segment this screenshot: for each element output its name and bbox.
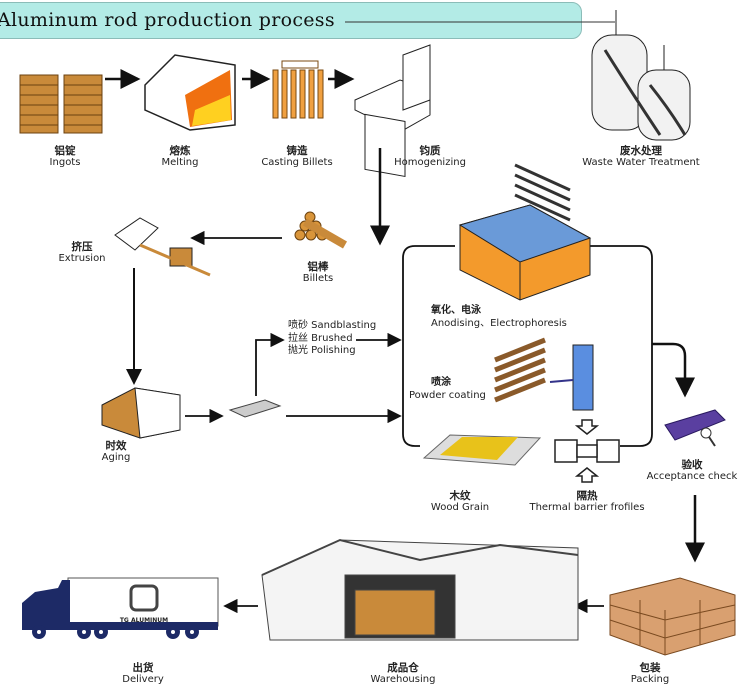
- warehouse-icon: [261, 538, 579, 641]
- packing-crates-icon: [609, 577, 736, 656]
- truck-logo-text: TG ALUMINUM: [119, 617, 169, 624]
- furnace-icon: [144, 54, 236, 131]
- powder-coating-icon: [494, 337, 594, 411]
- aging-oven-icon: [101, 387, 181, 439]
- title-bar: Aluminum rod production process: [0, 2, 582, 39]
- homogenizing-furnace-icon: [354, 44, 431, 178]
- anodising-tank-icon: [458, 163, 592, 301]
- extrusion-press-icon: [114, 217, 211, 277]
- wood-grain-icon: [422, 434, 542, 466]
- billets-icon: [294, 211, 347, 249]
- thermal-barrier-icon: [554, 419, 620, 483]
- acceptance-check-icon: [664, 409, 726, 447]
- profile-icon: [228, 399, 282, 418]
- casting-billets-icon: [272, 60, 324, 119]
- ingots-icon: [19, 74, 103, 134]
- page-title: Aluminum rod production process: [0, 9, 335, 31]
- delivery-truck-icon: [22, 577, 219, 639]
- waste-water-tanks-icon: [591, 10, 691, 141]
